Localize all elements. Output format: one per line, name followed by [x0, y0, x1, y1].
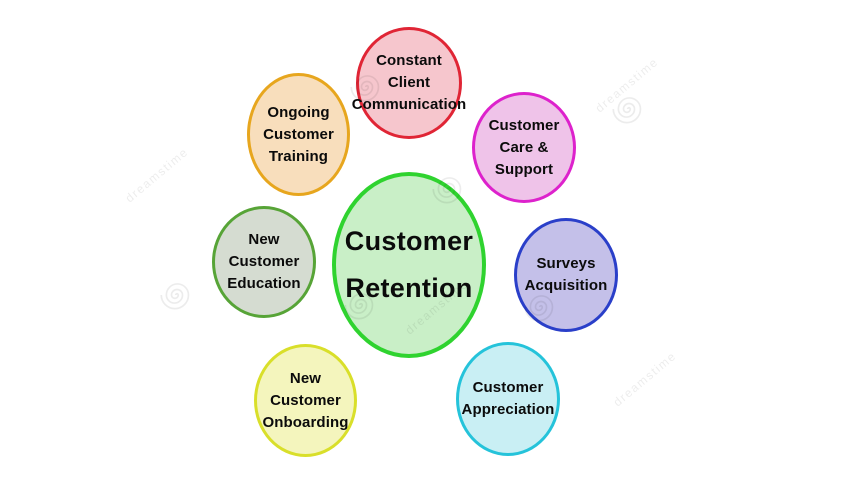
satellite-label-line: Customer [472, 379, 544, 396]
satellite-label-line: Care & [499, 138, 549, 156]
satellite-circle-new-customer-onboarding: New Customer Onboarding [254, 344, 357, 457]
center-label-line: Retention [345, 273, 473, 303]
satellite-circle-customer-appreciation: Customer Appreciation [456, 342, 560, 456]
satellite-circle-surveys-acquisition: Surveys Acquisition [514, 218, 618, 332]
satellite-circle-customer-care-support: Customer Care & Support [472, 92, 576, 203]
center-label-line: Customer [344, 226, 474, 256]
satellite-label-line: Support [494, 160, 554, 178]
satellite-label-line: Customer [263, 125, 334, 143]
watermark-text: dreamstime [610, 348, 680, 410]
satellite-label-line: Customer [270, 391, 341, 409]
satellite-label-line: Education [227, 275, 301, 292]
satellite-label-line: Appreciation [461, 401, 555, 418]
satellite-label-line: New [289, 369, 322, 387]
satellite-label-line: Surveys [536, 255, 596, 272]
satellite-circle-constant-client-communication: Constant Client Communication [352, 27, 466, 139]
satellite-label-line: Constant [376, 52, 442, 69]
satellite-label-line: Client [387, 74, 431, 91]
satellite-label-line: Onboarding [262, 413, 349, 431]
satellite-label-line: Acquisition [524, 277, 608, 294]
satellite-label-line: Customer [228, 253, 300, 270]
satellite-circle-new-customer-education: New Customer Education [212, 206, 316, 318]
satellite-label-line: Customer [488, 116, 560, 134]
center-circle-customer-retention: Customer Retention [332, 172, 486, 358]
spiral-swirl-icon [612, 92, 646, 126]
satellite-label-line: Training [268, 147, 329, 165]
satellite-label-line: Ongoing [267, 103, 330, 121]
watermark-text: dreamstime [592, 54, 662, 116]
spiral-swirl-icon [160, 278, 194, 312]
satellite-label-line: Communication [351, 96, 467, 113]
watermark-text: dreamstime [122, 144, 192, 206]
satellite-circle-ongoing-customer-training: Ongoing Customer Training [247, 73, 350, 196]
satellite-label-line: New [248, 231, 280, 248]
